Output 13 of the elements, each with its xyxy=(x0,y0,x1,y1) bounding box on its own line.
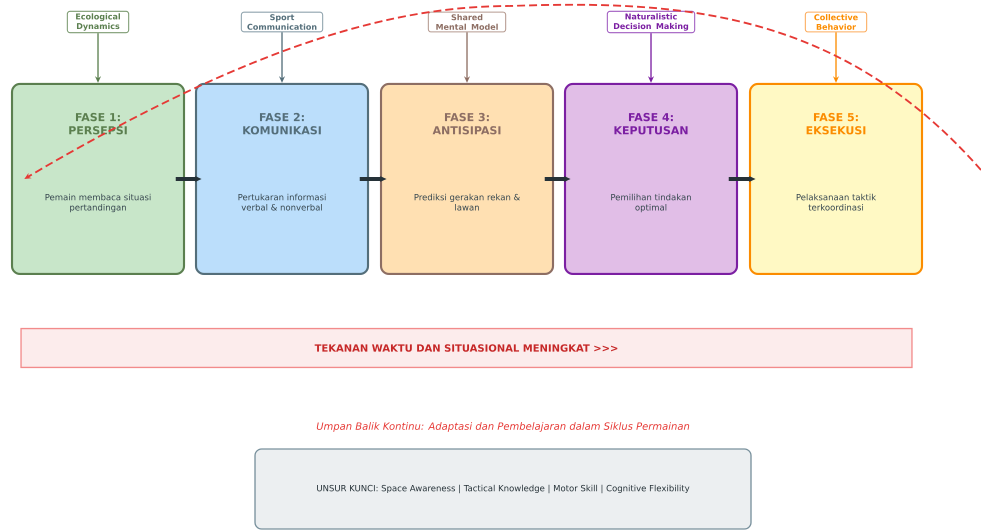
pressure-banner: TEKANAN WAKTU DAN SITUASIONAL MENINGKAT >>> xyxy=(20,328,913,368)
key-elements-box: UNSUR KUNCI: Space Awareness | Tactical Knowledge | Motor Skill | Cognitive Flexibility xyxy=(254,448,752,530)
phase-box: FASE 1: PERSEPSI Pemain membaca situasi pertandingan xyxy=(10,82,186,276)
phase-box: FASE 2: KOMUNIKASI Pertukaran informasi verbal & nonverbal xyxy=(194,82,370,276)
theory-tag: Sport Communication xyxy=(240,12,324,32)
feedback-note: Umpan Balik Kontinu: Adaptasi dan Pembelajaran dalam Siklus Permainan xyxy=(316,422,690,432)
theory-tag: Ecological Dynamics xyxy=(66,10,130,34)
phase-box: FASE 4: KEPUTUSAN Pemilihan tindakan optimal xyxy=(564,82,738,276)
theory-tag: Collective Behavior xyxy=(804,12,868,32)
theory-tag: Naturalistic Decision Making xyxy=(606,10,696,34)
phase-box: FASE 5: EKSEKUSI Pelaksanaan taktik terkoordinasi xyxy=(748,82,924,276)
phase-box: FASE 3: ANTISIPASI Prediksi gerakan rekan & lawan xyxy=(380,82,554,276)
theory-tag: Shared Mental Model xyxy=(428,12,506,32)
